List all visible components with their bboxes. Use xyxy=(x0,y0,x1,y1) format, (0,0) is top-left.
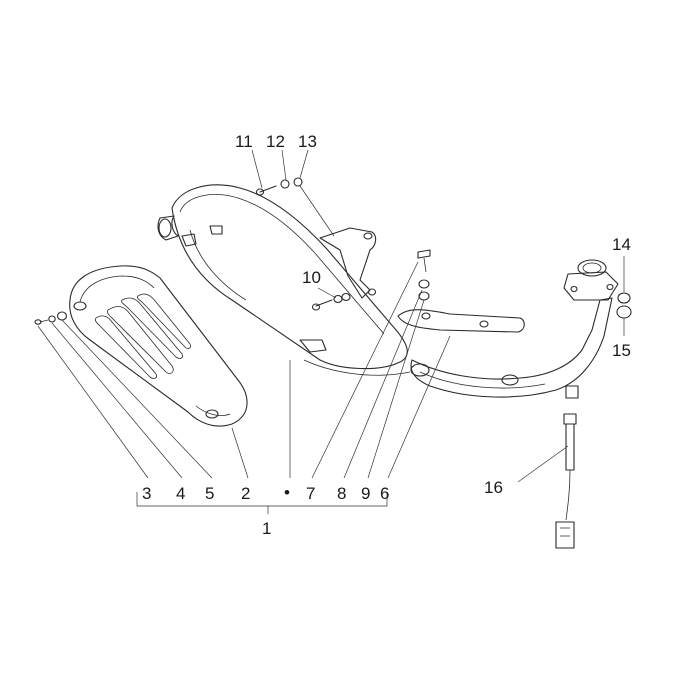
label-10: 10 xyxy=(302,268,321,287)
label-16: 16 xyxy=(484,478,503,497)
bracket-marker: • xyxy=(284,483,290,502)
label-3: 3 xyxy=(142,484,151,503)
fastener-group-7-9 xyxy=(417,249,431,301)
label-1: 1 xyxy=(262,519,271,538)
heat-shield-cover xyxy=(69,265,248,427)
label-7: 7 xyxy=(306,484,315,503)
cover-fasteners xyxy=(34,311,68,325)
fastener-group-14-15 xyxy=(616,292,632,319)
label-12: 12 xyxy=(266,132,285,151)
label-9: 9 xyxy=(361,484,370,503)
label-5: 5 xyxy=(205,484,214,503)
label-2: 2 xyxy=(241,484,250,503)
leader-lines xyxy=(37,149,625,514)
label-6: 6 xyxy=(380,484,389,503)
label-14: 14 xyxy=(612,235,631,254)
label-11: 11 xyxy=(235,132,253,151)
label-8: 8 xyxy=(337,484,346,503)
label-15: 15 xyxy=(612,341,631,360)
exhaust-pipe xyxy=(397,259,619,399)
fastener-group-10 xyxy=(311,292,351,311)
lambda-sensor xyxy=(555,413,577,549)
part-labels: 11 12 13 10 14 15 16 3 4 5 2 • 7 8 9 6 1 xyxy=(142,132,631,538)
label-4: 4 xyxy=(176,484,185,503)
muffler-body xyxy=(157,184,411,376)
label-13: 13 xyxy=(298,132,317,151)
fastener-group-11-13 xyxy=(255,177,303,196)
